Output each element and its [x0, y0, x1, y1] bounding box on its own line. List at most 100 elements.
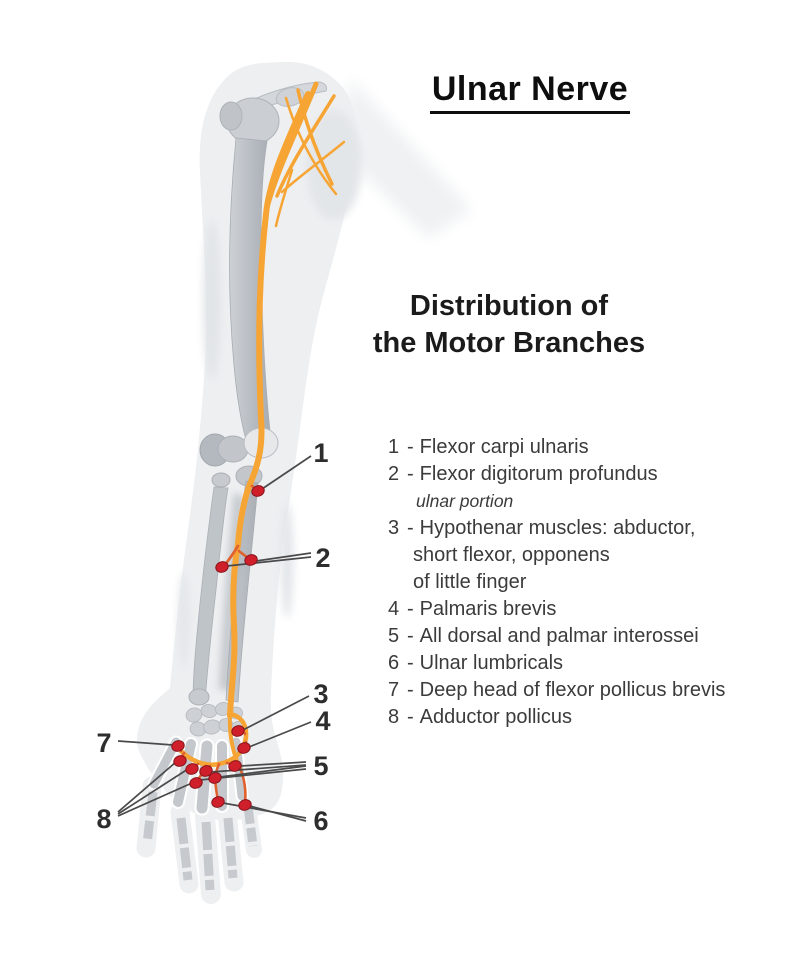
motor-point-dot-1	[251, 485, 265, 497]
chest-fade	[340, 78, 472, 238]
legend-item-separator: -	[407, 463, 414, 485]
marker-label-8: 8	[96, 804, 111, 834]
page-title: Ulnar Nerve	[429, 70, 631, 114]
marker-label-4: 4	[315, 706, 330, 736]
legend-item-2-note: ulnar portion	[416, 491, 514, 511]
marker-label-5: 5	[313, 751, 328, 781]
ring-phalanges	[223, 817, 238, 879]
legend: 1 - Flexor carpi ulnaris 2 - Flexor digi…	[388, 434, 778, 731]
legend-item-separator: -	[407, 706, 414, 728]
index-phalanges	[176, 817, 193, 881]
legend-item-number: 1	[388, 436, 400, 458]
legend-item-number: 5	[388, 625, 400, 647]
pointer-line-8a	[117, 761, 177, 813]
legend-item-separator: -	[407, 517, 414, 539]
legend-item-6: 6 - Ulnar lumbricals	[388, 650, 778, 677]
legend-item-text: Deep head of flexor pollicus brevis	[419, 679, 726, 701]
motor-point-dot-4	[237, 742, 251, 754]
legend-item-number: 6	[388, 652, 400, 674]
legend-item-number: 3	[388, 517, 400, 539]
nerve-deep-branch	[178, 711, 249, 767]
motor-point-dot-8b	[185, 763, 199, 775]
legend-item-text: Ulnar lumbricals	[419, 652, 564, 674]
pointer-line-5b	[210, 764, 307, 773]
title-block: Ulnar Nerve	[400, 70, 660, 114]
motor-point-dot-8a	[173, 755, 187, 767]
motor-point-dot-5b	[199, 765, 213, 777]
little-phalanges	[243, 805, 258, 847]
middle-phalanges	[201, 821, 215, 891]
motor-point-dot-3	[231, 725, 245, 737]
legend-item-7: 7 - Deep head of flexor pollicus brevis	[388, 677, 778, 704]
marker-label-2: 2	[315, 543, 330, 573]
legend-item-2: 2 - Flexor digitorum profundus	[388, 461, 778, 488]
legend-item-text: Palmaris brevis	[419, 598, 557, 620]
plexus-strand	[275, 94, 336, 198]
legend-item-number: 7	[388, 679, 400, 701]
legend-item-5: 5 - All dorsal and palmar interossei	[388, 623, 778, 650]
pointer-line-5c	[219, 765, 307, 778]
legend-item-text: Hypothenar muscles: abductor,	[419, 517, 696, 539]
legend-item-text: All dorsal and palmar interossei	[419, 625, 699, 647]
pointer-line-7	[117, 740, 174, 746]
subtitle-line-2: the Motor Branches	[372, 327, 646, 359]
distal-radius	[188, 688, 210, 706]
index-metacarpal	[173, 739, 196, 807]
legend-item-separator: -	[407, 436, 414, 458]
skin-shading	[178, 110, 362, 668]
legend-item-separator: -	[407, 598, 414, 620]
pointer-line-2b	[226, 556, 312, 567]
pointer-line-8b	[117, 768, 189, 815]
pointer-line-5a	[239, 761, 307, 767]
legend-item-number: 2	[388, 463, 400, 485]
pointer-line-2a	[255, 552, 312, 562]
legend-item-text: Flexor carpi ulnaris	[419, 436, 589, 458]
legend-item-3-wrap: of little finger	[413, 571, 527, 593]
trochlea	[217, 435, 249, 463]
pointer-line-6b	[249, 805, 307, 822]
legend-item-text: Adductor pollicus	[419, 706, 572, 728]
legend-item-3: 3 - Hypothenar muscles: abductor,	[388, 515, 778, 542]
legend-item-number: 4	[388, 598, 400, 620]
legend-item-1: 1 - Flexor carpi ulnaris	[388, 434, 778, 461]
legend-item-text: Flexor digitorum profundus	[419, 463, 658, 485]
pointer-line-1	[261, 455, 312, 490]
forearm-shade-left	[178, 572, 190, 668]
motor-point-dot-8c	[189, 777, 203, 789]
middle-metacarpal	[196, 740, 213, 814]
legend-item-3-wrap: short flexor, opponens	[413, 544, 610, 566]
motor-point-dots	[171, 485, 265, 811]
motor-point-dot-7	[171, 740, 185, 752]
nerve-trunk	[227, 91, 311, 719]
motor-point-dot-5c	[208, 772, 222, 784]
upper-arm-shade	[203, 220, 221, 380]
marker-label-6: 6	[313, 806, 328, 836]
plexus-strand	[274, 168, 294, 228]
plexus-strand	[284, 96, 338, 196]
legend-item-separator: -	[407, 625, 414, 647]
legend-item-separator: -	[407, 679, 414, 701]
plexus-strand	[296, 88, 334, 186]
marker-labels: 1 2 3 4 5 6 7 8	[96, 438, 330, 836]
pointer-line-3	[242, 695, 310, 731]
greater-tubercle-bone	[219, 101, 243, 131]
motor-point-dot-2b	[244, 554, 258, 566]
subtitle: Distribution of the Motor Branches	[358, 288, 660, 362]
radial-head	[211, 472, 231, 488]
armpit-shade	[306, 110, 362, 220]
motor-point-dot-6b	[238, 799, 252, 811]
motor-point-dot-2a	[215, 561, 229, 573]
subtitle-line-1: Distribution of	[409, 290, 609, 322]
marker-label-1: 1	[313, 438, 328, 468]
legend-item-8: 8 - Adductor pollicus	[388, 704, 778, 731]
legend-item-separator: -	[407, 652, 414, 674]
marker-label-3: 3	[313, 679, 328, 709]
pointer-line-8c	[117, 782, 193, 817]
motor-point-dot-5a	[228, 760, 242, 772]
motor-point-dot-6a	[211, 796, 225, 808]
legend-item-number: 8	[388, 706, 400, 728]
legend-item-4: 4 - Palmaris brevis	[388, 596, 778, 623]
marker-label-7: 7	[96, 728, 111, 758]
